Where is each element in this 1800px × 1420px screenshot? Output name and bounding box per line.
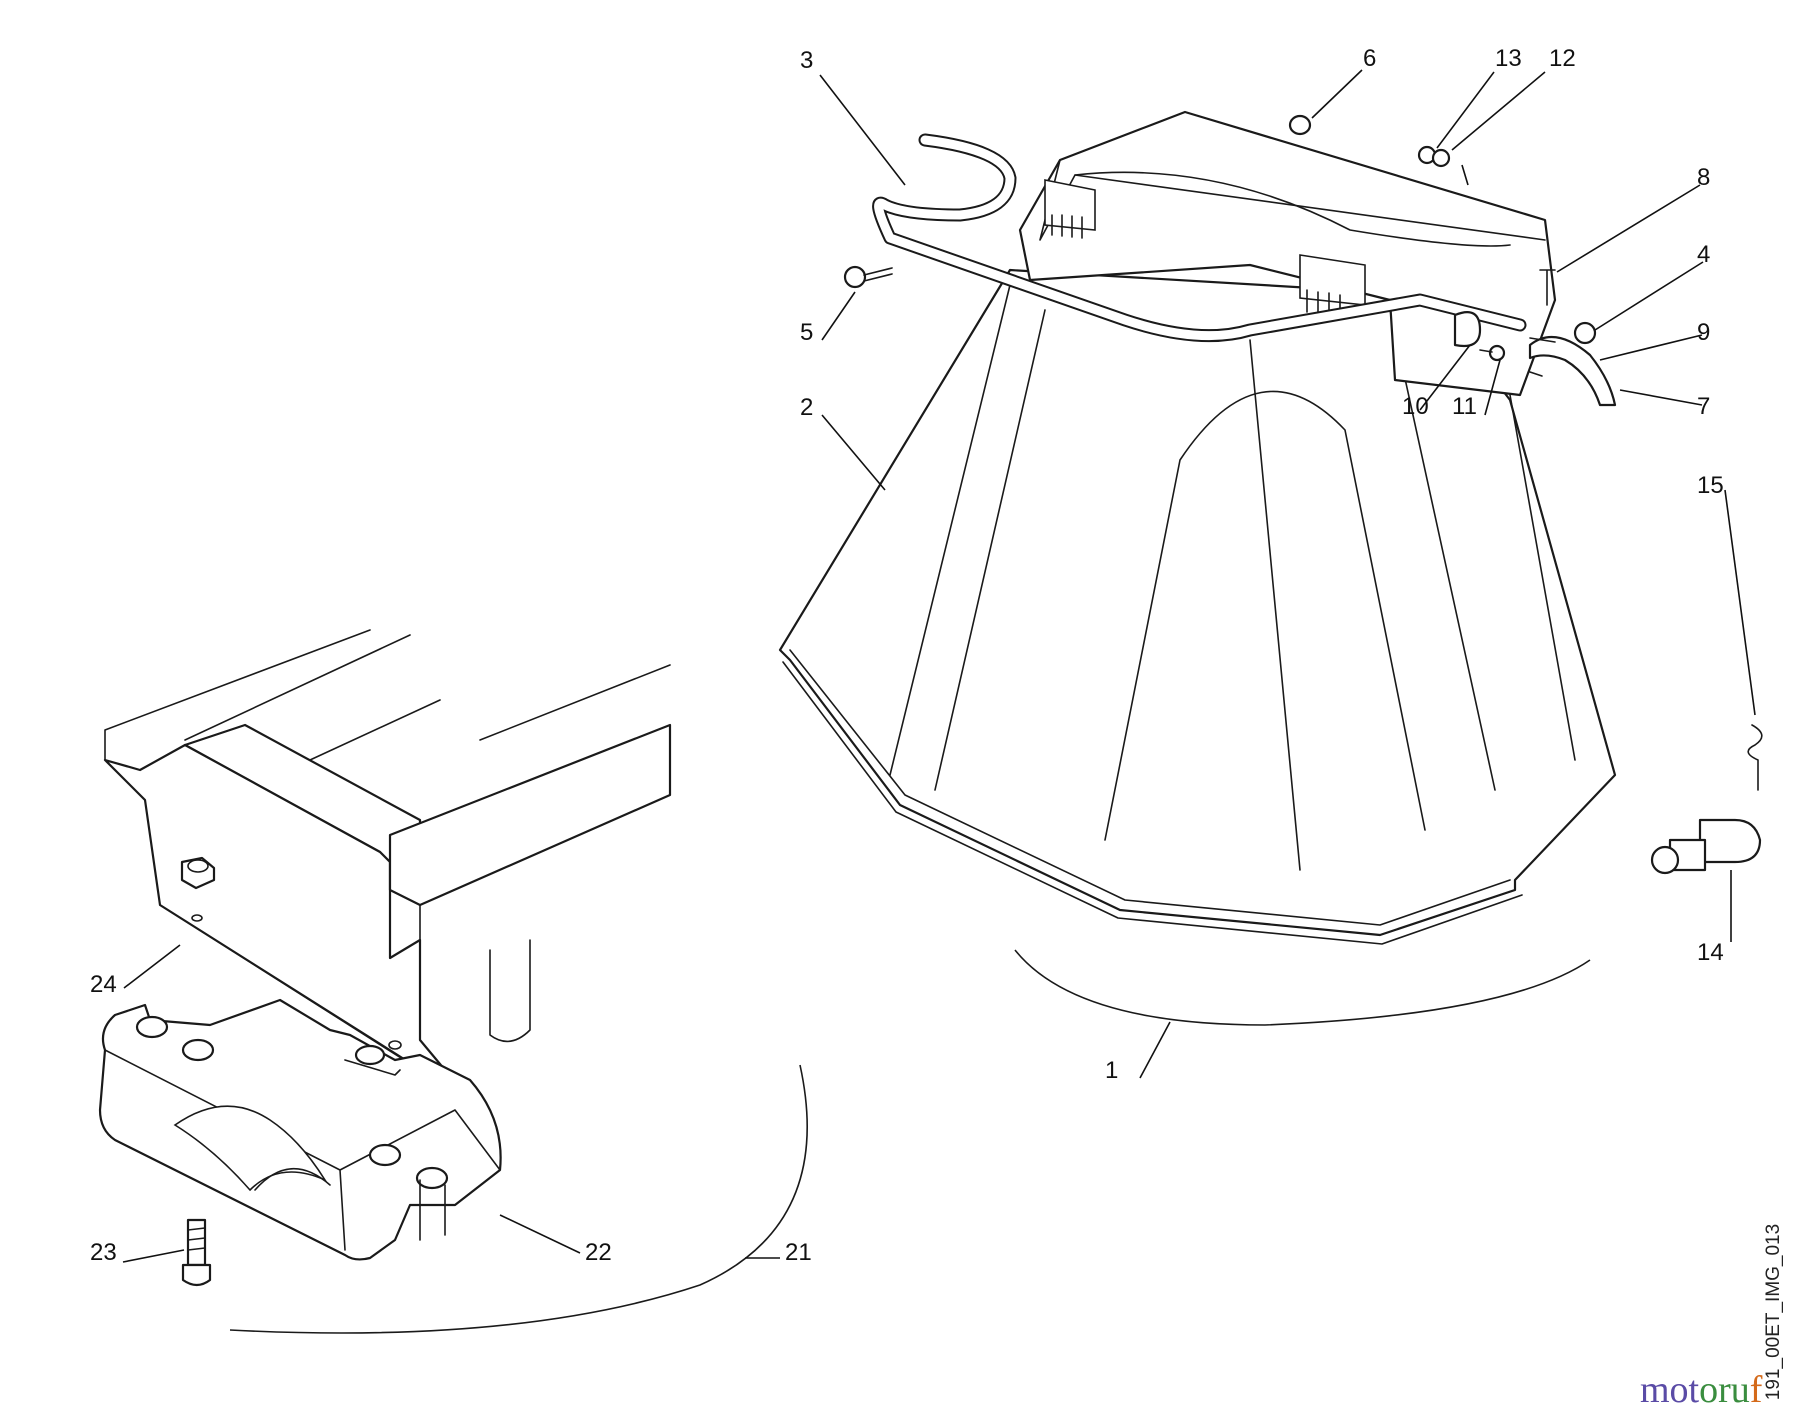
catcher-handle [872,133,1527,343]
drawing-reference-code: 191_00ET_IMG_013 [1762,1212,1786,1412]
chassis-beam [388,723,672,907]
chassis-leg [419,904,531,1043]
catcher-frame-left-2 [934,309,1046,791]
frame-weight-assembly [98,629,808,1334]
assembly-arc-1 [1014,949,1591,1026]
bolt-8 [1539,269,1556,306]
catcher-frame-right [1389,309,1496,791]
callout-9: 9 [1697,319,1710,346]
lid-latch-left [1044,179,1096,239]
assembly-arc-21 [229,1064,808,1334]
cotter-pin [1747,724,1763,791]
nut-6 [1288,114,1312,136]
callout-10: 10 [1402,393,1429,420]
catcher-frame-right-2 [1509,394,1576,761]
callout-6: 6 [1363,45,1376,72]
callout-22: 22 [585,1239,612,1266]
watermark-part-2: oru [1699,1369,1750,1411]
catcher-frame-arch [1104,390,1426,841]
drawing-reference-text: 191_00ET_IMG_013 [1763,1223,1784,1401]
washer-12-13 [1417,145,1451,168]
watermark-part-1: mot [1640,1369,1700,1411]
front-weight [98,998,502,1261]
catcher-lid-lip [1074,171,1511,247]
nut-24 [180,856,216,922]
chassis-bottom-edge [159,904,421,1071]
callout-8: 8 [1697,164,1710,191]
callout-3: 3 [800,47,813,74]
callout-1: 1 [1105,1057,1118,1084]
watermark-logo: motoruf [1640,1368,1762,1412]
leader-lines [122,69,1756,1263]
callout-12: 12 [1549,45,1576,72]
chassis-rail-top [104,629,411,761]
callout-23: 23 [90,1239,117,1266]
chassis-rail-lower [309,664,671,761]
callout-7: 7 [1697,393,1710,420]
pivot-pin [1650,818,1762,875]
callout-5: 5 [800,319,813,346]
cap-4 [1573,321,1597,345]
callout-15: 15 [1697,472,1724,499]
callout-labels: 1 2 3 4 5 6 7 8 9 10 11 12 13 14 15 21 2… [90,45,1724,1266]
callout-24: 24 [90,971,117,998]
callout-11: 11 [1452,393,1477,420]
lid-latch-right [1299,254,1366,319]
catcher-frame-left [889,284,1011,776]
clamp-10-11 [1453,311,1506,362]
watermark-part-3: f [1749,1369,1763,1411]
latch-clip-7-9 [1528,335,1617,407]
bolt-23 [181,1218,212,1287]
catcher-lid [1018,110,1557,397]
hinge-bolt-5 [843,265,893,289]
callout-13: 13 [1495,45,1522,72]
catcher-bag-rim [789,649,1511,926]
catcher-frame-mid [1249,339,1301,871]
catcher-bag-rim-inner [782,661,1523,945]
callout-14: 14 [1697,939,1724,966]
callout-21: 21 [785,1239,812,1266]
grass-catcher-assembly [778,110,1763,1026]
callout-4: 4 [1697,241,1710,268]
callout-2: 2 [800,394,813,421]
